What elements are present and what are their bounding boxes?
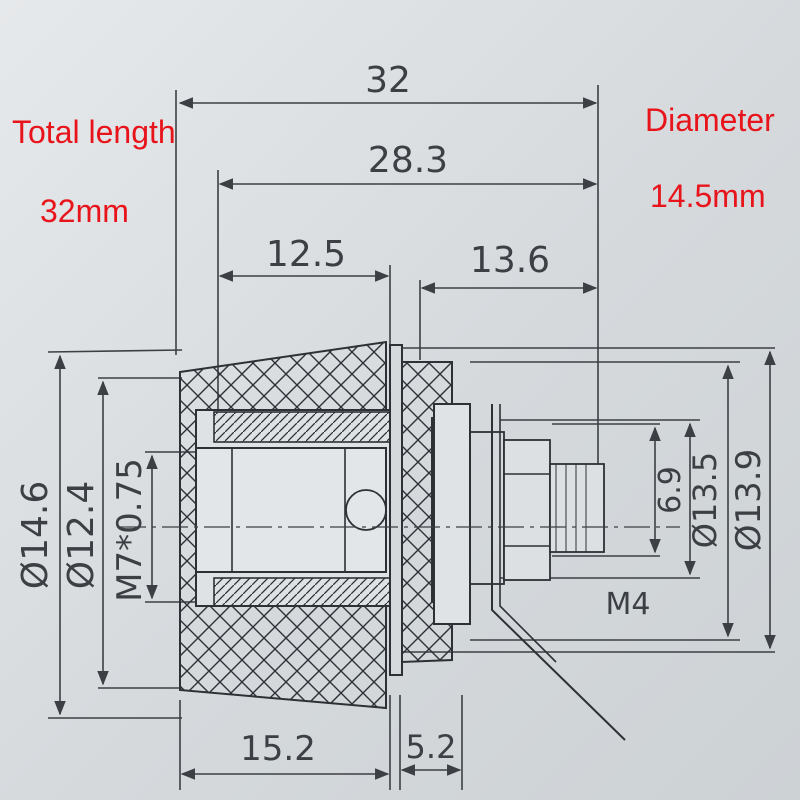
annotation-diameter-value: 14.5mm [650, 178, 766, 214]
dim-thread-rear: M4 [606, 587, 651, 622]
dim-dia-rear: Ø13.9 [729, 449, 769, 551]
m4-thread [549, 463, 605, 553]
solder-lug [491, 404, 626, 741]
thread-sleeve-bottom [213, 577, 391, 607]
annotation-total-length-title: Total length [12, 114, 176, 150]
dim-thread-front: M7*0.75 [110, 458, 150, 602]
hex-nut [503, 439, 551, 581]
dim-front: 12.5 [266, 234, 346, 275]
extension-line [47, 349, 183, 353]
dim-dia-nut: Ø13.5 [686, 452, 724, 548]
solder-lug [499, 404, 557, 663]
dim-total: 32 [365, 60, 411, 101]
annotation-total-length-value: 32mm [40, 193, 129, 229]
flange-washer [389, 344, 403, 676]
panel-nut [433, 403, 471, 625]
dim-rear: 13.6 [470, 240, 550, 281]
dim-dia-outer: Ø14.6 [15, 481, 56, 590]
dim-cap: 15.2 [240, 729, 316, 769]
dim-hex: 6.9 [653, 466, 688, 514]
rear-stud [469, 431, 505, 585]
inner-bore [195, 447, 387, 573]
insulating-washer [401, 361, 453, 664]
thread-sleeve-top [213, 411, 391, 443]
dim-body: 28.3 [368, 140, 448, 181]
dim-flange: 5.2 [406, 728, 457, 766]
cross-hole [345, 489, 387, 531]
dim-dia-inner: Ø12.4 [61, 481, 102, 590]
annotation-diameter-title: Diameter [645, 102, 775, 138]
